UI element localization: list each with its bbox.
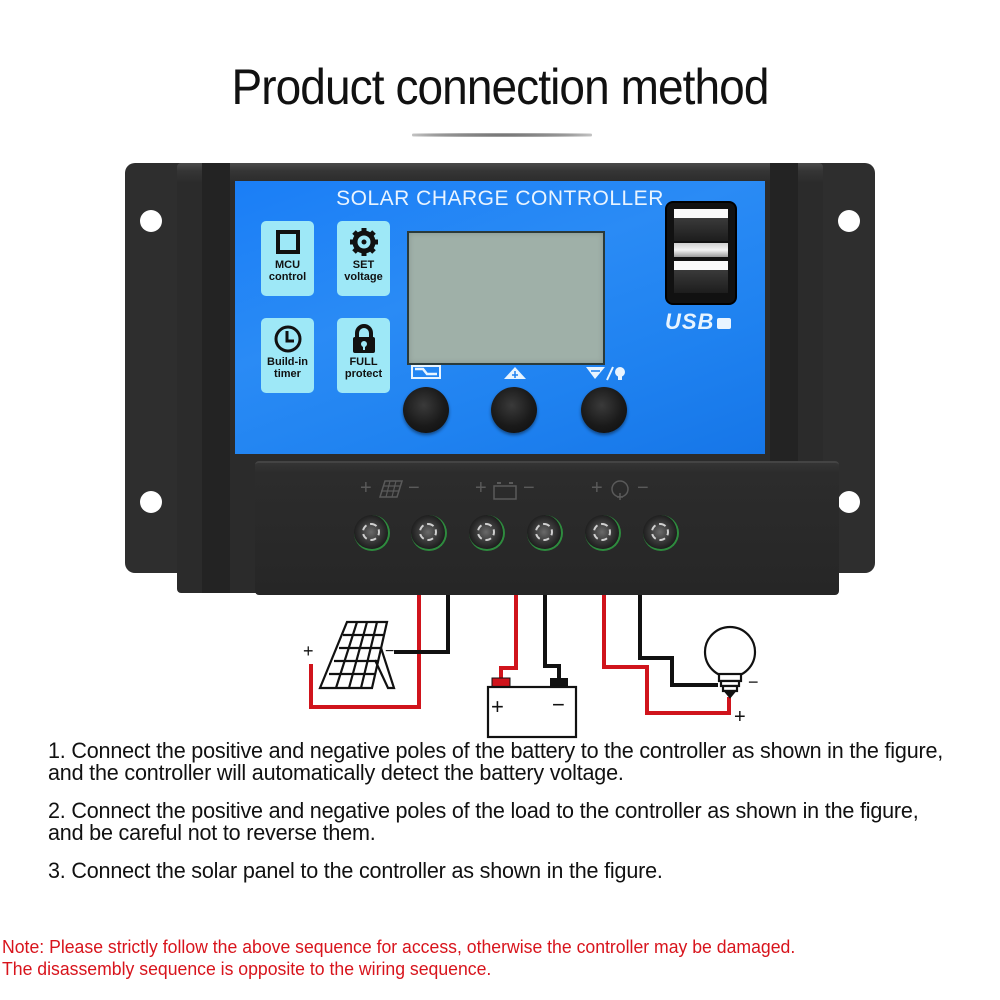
solar-negative-wire: [394, 585, 450, 654]
feature-full-protect: FULL protect: [337, 318, 390, 393]
usb-slot: [674, 261, 728, 293]
feature-line1: Build-in: [267, 356, 308, 368]
solar-charge-controller: SOLAR CHARGE CONTROLLER MCU control: [125, 163, 875, 595]
solar-terminal-minus: −: [408, 477, 420, 499]
title-underline: [412, 133, 592, 137]
side-rail: [202, 163, 230, 593]
mounting-hole: [140, 210, 162, 232]
gear-icon: [349, 228, 378, 256]
light-bulb-icon: [703, 625, 757, 699]
lcd-display: [407, 231, 605, 365]
usb-plug-icon: [717, 318, 732, 329]
usb-label: USB: [665, 309, 765, 335]
battery-terminal-plus: +: [475, 477, 487, 499]
mounting-hole: [140, 491, 162, 513]
load-plus-label: +: [734, 706, 746, 728]
instruction-step: 3. Connect the solar panel to the contro…: [48, 858, 663, 883]
lock-icon: [352, 324, 375, 353]
load-negative-wire: [638, 585, 718, 687]
feature-set-voltage: SET voltage: [337, 221, 390, 296]
menu-icon: [411, 365, 441, 379]
feature-line2: voltage: [344, 271, 383, 283]
feature-line1: FULL: [349, 356, 378, 368]
usb-slot: [674, 209, 728, 241]
front-panel: SOLAR CHARGE CONTROLLER MCU control: [235, 181, 765, 454]
battery-positive-wire: [499, 585, 518, 680]
load-minus-label: −: [748, 672, 759, 692]
battery-negative-wire: [543, 585, 561, 680]
solar-positive-wire: [309, 585, 421, 709]
instruction-step: 1. Connect the positive and negative pol…: [48, 738, 944, 785]
dual-usb-port[interactable]: [665, 201, 737, 305]
load-terminal-plus: +: [591, 477, 603, 499]
battery-negative-screw[interactable]: [527, 515, 563, 551]
feature-line2: control: [268, 271, 307, 283]
solar-positive-screw[interactable]: [354, 515, 390, 551]
chip-icon: [275, 230, 300, 254]
usb-label-text: USB: [665, 309, 715, 334]
usb-divider: [674, 243, 728, 257]
solar-terminal-plus: +: [360, 477, 372, 499]
battery-terminal-minus: −: [523, 477, 535, 499]
mounting-hole: [838, 491, 860, 513]
up-button[interactable]: [491, 387, 537, 433]
instructions-list: 1. Connect the positive and negative pol…: [48, 740, 978, 898]
warning-note-line2: The disassembly sequence is opposite to …: [2, 959, 492, 979]
page-title: Product connection method: [231, 59, 769, 115]
down-light-icon: [586, 366, 625, 381]
load-positive-wire: [602, 585, 731, 715]
feature-build-in-timer: Build-in timer: [261, 318, 314, 393]
menu-button[interactable]: [403, 387, 449, 433]
battery-terminal-icon: [493, 482, 517, 500]
up-arrow-icon: [504, 367, 526, 379]
feature-mcu-control: MCU control: [261, 221, 314, 296]
feature-line1: SET: [352, 259, 375, 271]
load-terminal-minus: −: [637, 477, 649, 499]
battery-icon: [486, 677, 578, 739]
battery-positive-screw[interactable]: [469, 515, 505, 551]
solar-minus-label: −: [385, 643, 394, 660]
terminal-block: + − + − + −: [255, 461, 839, 595]
feature-line1: MCU: [274, 259, 301, 271]
panel-title: SOLAR CHARGE CONTROLLER: [336, 187, 664, 210]
feature-line2: timer: [274, 368, 301, 380]
controller-body: SOLAR CHARGE CONTROLLER MCU control: [177, 163, 839, 595]
load-positive-screw[interactable]: [585, 515, 621, 551]
bulb-terminal-icon: [611, 480, 629, 500]
clock-icon: [274, 325, 301, 353]
solar-panel-icon: [318, 620, 396, 690]
battery-plus-label: +: [491, 694, 504, 719]
warning-note-line1: Note: Please strictly follow the above s…: [2, 937, 796, 957]
feature-line2: protect: [344, 368, 383, 380]
solar-negative-screw[interactable]: [411, 515, 447, 551]
battery-minus-label: −: [552, 692, 565, 717]
mounting-hole: [838, 210, 860, 232]
solar-plus-label: +: [303, 641, 314, 661]
instruction-step: 2. Connect the positive and negative pol…: [48, 798, 919, 845]
warning-note: Note: Please strictly follow the above s…: [2, 936, 978, 980]
load-negative-screw[interactable]: [643, 515, 679, 551]
down-light-button[interactable]: [581, 387, 627, 433]
solar-panel-terminal-icon: [379, 480, 403, 498]
